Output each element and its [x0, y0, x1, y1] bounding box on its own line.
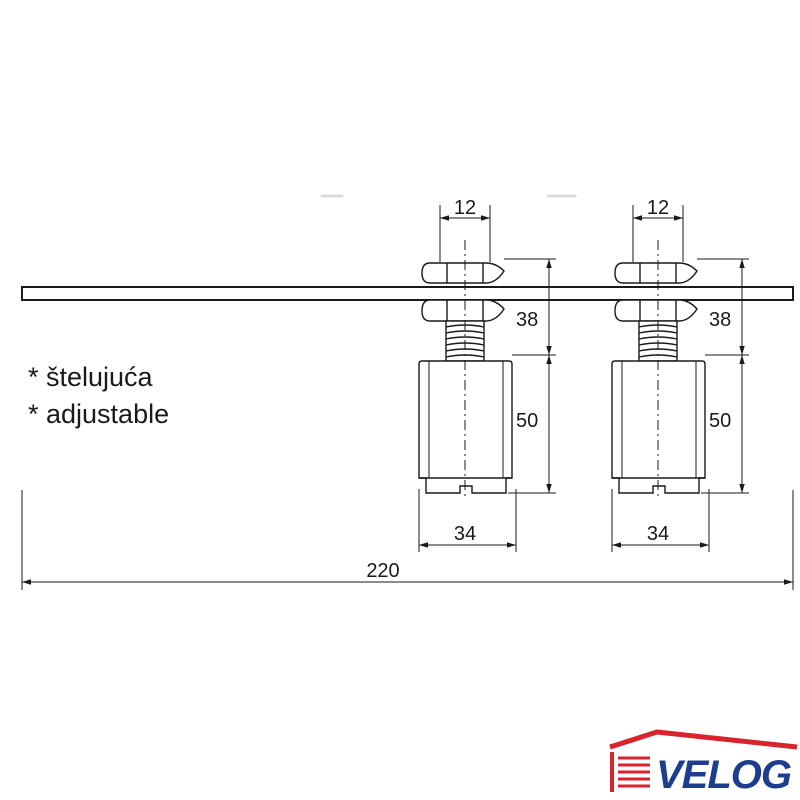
logo-garage-icon	[610, 752, 650, 792]
bottom-nut-left	[421, 299, 505, 322]
dim-roller-width-left: 34	[454, 523, 476, 545]
bottom-nut-right	[614, 299, 698, 322]
top-nut-left	[421, 262, 505, 284]
dimension-lines	[21, 205, 794, 590]
flat-bar	[21, 286, 794, 301]
dim-roller-width-right: 34	[647, 523, 669, 545]
logo-roof-icon	[609, 729, 798, 750]
logo-wordmark: VELOG	[656, 753, 791, 797]
dim-adjust-height-right: 38	[709, 309, 731, 331]
top-nut-right	[614, 262, 698, 284]
note-adjustable-en: * adjustable	[28, 399, 169, 429]
note-adjustable-hr: * štelujuća	[28, 362, 154, 392]
dim-total-width: 220	[366, 560, 399, 582]
dim-roller-height-right: 50	[709, 410, 731, 432]
dim-nut-width-left: 12	[454, 197, 476, 219]
dim-nut-width-right: 12	[647, 197, 669, 219]
dim-roller-height-left: 50	[516, 410, 538, 432]
velog-logo: VELOG	[609, 729, 798, 797]
dim-adjust-height-left: 38	[516, 309, 538, 331]
